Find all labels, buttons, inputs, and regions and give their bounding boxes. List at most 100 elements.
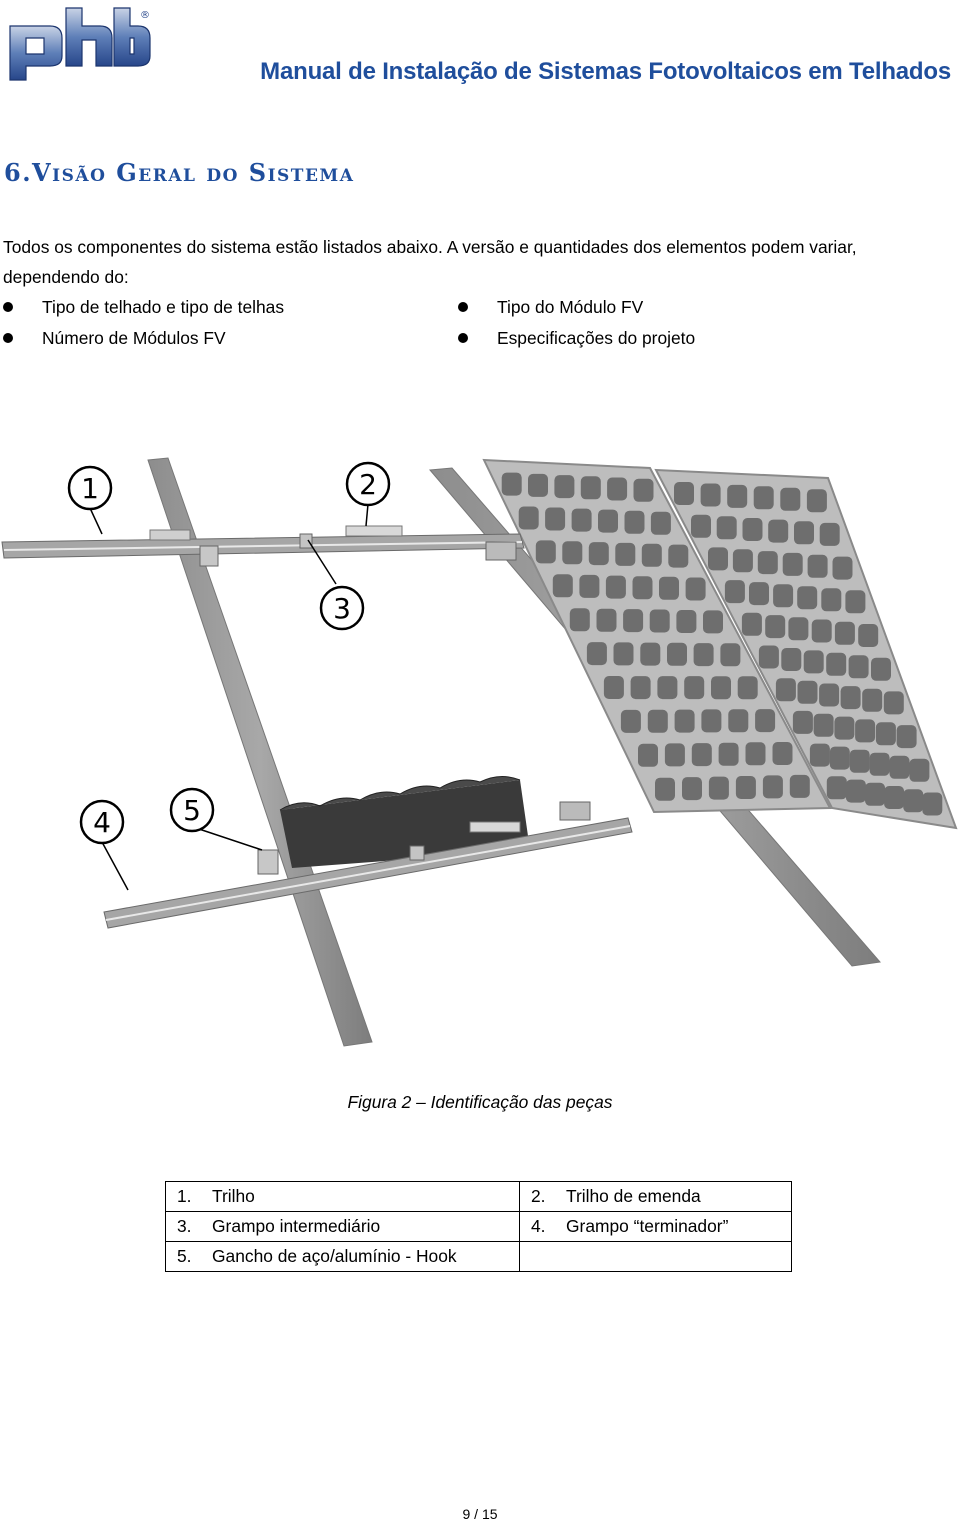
- solar-cell: [708, 776, 729, 800]
- solar-cell: [865, 782, 885, 806]
- solar-cell: [623, 609, 644, 633]
- solar-cell: [821, 588, 842, 612]
- page-number: 9 / 15: [462, 1506, 498, 1522]
- solar-cell: [834, 716, 855, 740]
- solar-cell: [711, 676, 731, 700]
- solar-cell: [807, 554, 828, 578]
- section-heading: 6.Visão Geral do Sistema: [4, 158, 355, 187]
- solar-cell: [693, 643, 714, 667]
- solar-cell: [884, 786, 905, 809]
- solar-cell: [780, 487, 801, 511]
- solar-cell: [889, 755, 910, 779]
- solar-cell: [641, 543, 662, 567]
- solar-cell: [569, 608, 590, 632]
- solar-cell: [803, 650, 824, 674]
- solar-cell: [545, 507, 566, 531]
- solar-cell: [782, 552, 803, 576]
- solar-cell: [659, 576, 679, 600]
- solar-cell: [667, 642, 687, 666]
- solar-cell: [664, 743, 685, 767]
- solar-cell: [849, 749, 870, 773]
- solar-cell: [649, 609, 670, 633]
- phb-logo: ®: [9, 7, 151, 81]
- document-title: Manual de Instalação de Sistemas Fotovol…: [260, 58, 951, 85]
- solar-cell: [855, 719, 876, 743]
- callout-3: 3: [319, 585, 365, 631]
- solar-cell: [869, 752, 890, 776]
- solar-cell: [586, 642, 607, 666]
- solar-cell: [691, 514, 711, 538]
- solar-cell: [676, 610, 697, 633]
- solar-cell: [848, 655, 869, 679]
- table-cell: [519, 1241, 792, 1272]
- callout-2: 2: [345, 461, 391, 507]
- solar-cell: [829, 746, 850, 770]
- solar-cell: [703, 610, 723, 634]
- solar-cell: [720, 643, 741, 667]
- solar-cell: [700, 483, 721, 507]
- solar-cell: [633, 478, 654, 502]
- solar-cell: [647, 709, 668, 733]
- solar-cell: [749, 582, 769, 606]
- roof-tile: [279, 776, 530, 868]
- solar-cell: [716, 516, 737, 540]
- solar-cell: [755, 709, 776, 733]
- solar-cell: [789, 774, 810, 798]
- solar-cell: [819, 683, 840, 707]
- rail-lower: [103, 801, 633, 929]
- solar-cell: [728, 709, 749, 733]
- solar-cell: [819, 522, 840, 546]
- solar-cell: [826, 652, 847, 676]
- solar-cell: [579, 574, 600, 598]
- solar-cell: [562, 541, 583, 565]
- table-cell: 4.Grampo “terminador”: [519, 1211, 792, 1242]
- callout-label: 1: [81, 472, 99, 505]
- solar-cell: [813, 713, 834, 737]
- solar-cell: [620, 709, 641, 733]
- callout-4: 4: [79, 799, 125, 845]
- solar-cell: [603, 676, 624, 699]
- solar-cell: [788, 617, 809, 641]
- solar-cell: [727, 484, 748, 508]
- solar-cell: [811, 619, 832, 643]
- table-row: 1.Trilho 2.Trilho de emenda: [165, 1181, 792, 1212]
- solar-cell: [718, 742, 739, 766]
- solar-cell: [596, 608, 617, 632]
- solar-cell: [862, 688, 883, 712]
- solar-cell: [741, 612, 762, 636]
- solar-cell: [588, 542, 609, 566]
- solar-cell: [797, 586, 818, 610]
- solar-cell: [685, 577, 706, 601]
- registered-mark: ®: [140, 10, 150, 21]
- solar-cell: [797, 680, 818, 704]
- solar-cell: [871, 657, 891, 681]
- solar-cell: [840, 686, 861, 710]
- solar-cell: [903, 789, 924, 813]
- solar-cell: [638, 743, 658, 767]
- figure-caption: Figura 2 – Identificação das peças: [347, 1092, 613, 1112]
- bullet-dot-icon: [458, 333, 468, 343]
- solar-cell: [613, 642, 634, 666]
- solar-cell: [674, 709, 695, 733]
- solar-cell: [554, 475, 575, 499]
- solar-cell: [630, 676, 651, 700]
- solar-cell: [607, 477, 628, 501]
- solar-cell: [674, 482, 694, 505]
- solar-cell: [580, 476, 601, 500]
- callout-label: 3: [333, 592, 351, 625]
- support-post-left: [147, 457, 373, 1047]
- solar-cell: [845, 590, 866, 614]
- solar-cell: [834, 621, 855, 645]
- solar-cell: [735, 776, 756, 799]
- solar-cell: [745, 742, 766, 766]
- solar-cell: [762, 775, 783, 799]
- solar-cell: [682, 777, 702, 801]
- solar-cell: [668, 544, 689, 568]
- rail-upper: [1, 525, 525, 567]
- solar-cell: [684, 676, 705, 700]
- solar-cell: [794, 521, 814, 545]
- solar-cell: [615, 542, 636, 566]
- solar-cell: [605, 575, 626, 599]
- callout-1: 1: [67, 465, 113, 511]
